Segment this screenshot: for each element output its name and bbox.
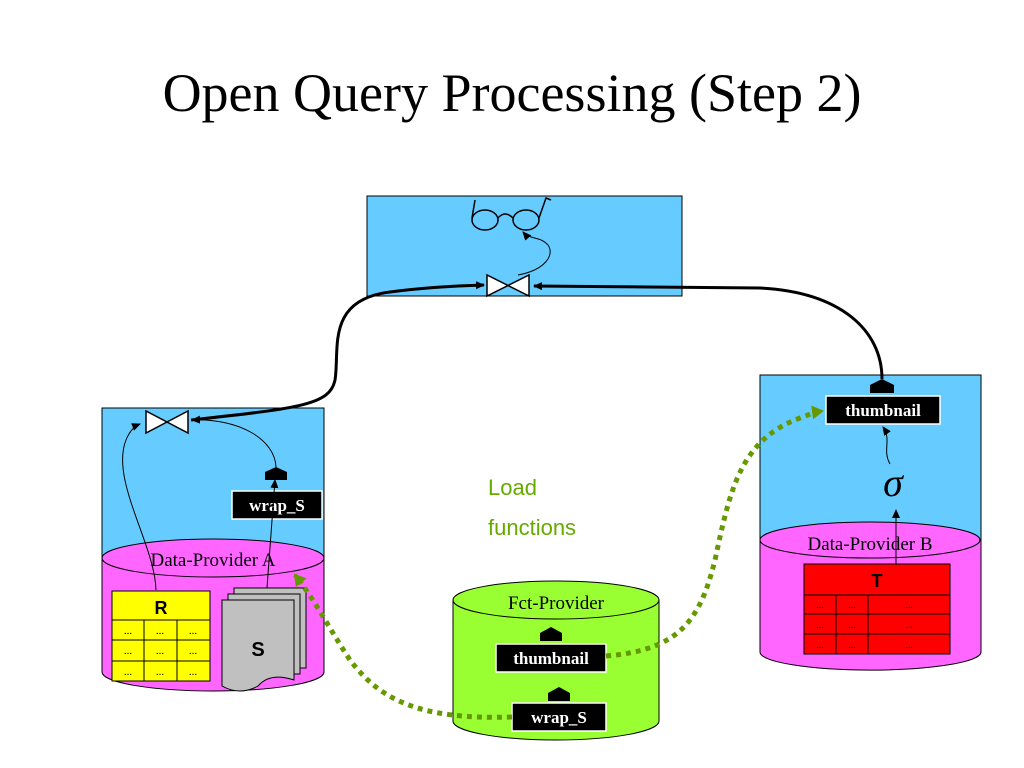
thumbnail-label-fct: thumbnail bbox=[513, 649, 589, 668]
document-s-name: S bbox=[251, 639, 264, 661]
glasses-icon bbox=[471, 197, 552, 231]
fct-provider-label: Fct-Provider bbox=[508, 593, 605, 614]
wrap-s-node-fct bbox=[511, 687, 607, 732]
table-r-cell: ... bbox=[156, 666, 165, 678]
table-r-cell: ... bbox=[156, 625, 165, 637]
document-stack-s bbox=[221, 587, 307, 692]
table-t-cell: ... bbox=[848, 600, 856, 611]
table-t-cell: ... bbox=[816, 640, 824, 651]
table-t-name: T bbox=[872, 571, 883, 591]
table-t-cell: ... bbox=[905, 600, 913, 611]
table-r-cell: ... bbox=[124, 666, 133, 678]
table-r-cell: ... bbox=[189, 666, 198, 678]
thumbnail-label-provider-b: thumbnail bbox=[845, 401, 921, 420]
provider-b-label: Data-Provider B bbox=[807, 534, 932, 555]
slide-title: Open Query Processing (Step 2) bbox=[162, 63, 862, 123]
table-t-cell: ... bbox=[816, 600, 824, 611]
wrap-s-label-provider-a: wrap_S bbox=[249, 496, 305, 515]
thumbnail-node-provider-b bbox=[825, 379, 941, 425]
table-t-cell: ... bbox=[848, 640, 856, 651]
table-r-cell: ... bbox=[189, 625, 198, 637]
wrap-s-label-fct: wrap_S bbox=[531, 708, 587, 727]
load-functions-label-line1: Load bbox=[488, 475, 537, 500]
table-t bbox=[803, 563, 951, 655]
wrap-s-node-provider-a bbox=[231, 467, 323, 520]
load-functions-label-line2: functions bbox=[488, 515, 576, 540]
table-r-name: R bbox=[155, 598, 168, 618]
table-t-cell: ... bbox=[848, 620, 856, 631]
thumbnail-node-fct bbox=[495, 627, 607, 673]
table-r bbox=[111, 590, 211, 682]
table-r-cell: ... bbox=[156, 645, 165, 657]
table-t-cell: ... bbox=[905, 640, 913, 651]
selection-sigma: σ bbox=[883, 460, 904, 505]
table-r-cell: ... bbox=[124, 645, 133, 657]
join-icon-mediator bbox=[486, 273, 530, 298]
table-r-cell: ... bbox=[189, 645, 198, 657]
table-t-cell: ... bbox=[816, 620, 824, 631]
join-icon-provider-a bbox=[145, 409, 189, 435]
load-arrow-to-provider-b bbox=[605, 405, 824, 659]
provider-a-label: Data-Provider A bbox=[150, 550, 275, 571]
table-r-cell: ... bbox=[124, 625, 133, 637]
table-t-cell: ... bbox=[905, 620, 913, 631]
load-arrow-to-provider-a bbox=[293, 573, 513, 720]
